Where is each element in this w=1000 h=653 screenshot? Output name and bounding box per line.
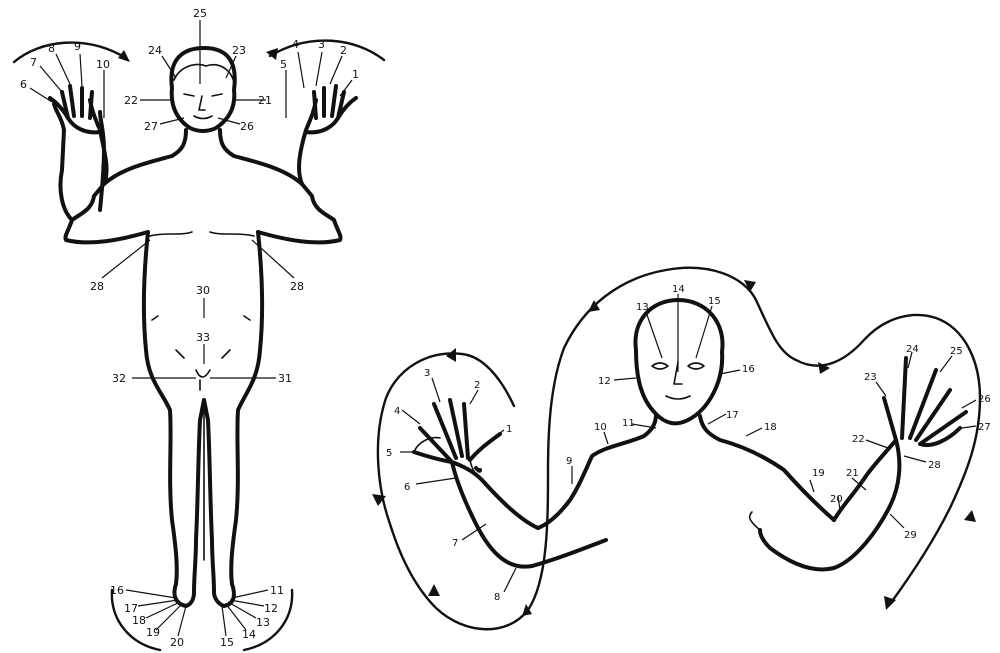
right-label-23: 23 (864, 372, 877, 383)
right-label-8: 8 (494, 592, 500, 603)
left-label-2: 2 (340, 44, 347, 57)
right-neck-shoulders (538, 414, 834, 528)
left-label-7: 7 (30, 56, 37, 69)
right-label-6: 6 (404, 482, 410, 493)
left-label-22: 22 (124, 94, 138, 107)
left-label-3: 3 (318, 38, 325, 51)
right-label-17: 17 (726, 410, 739, 421)
left-label-31: 31 (278, 372, 292, 385)
right-label-5: 5 (386, 448, 392, 459)
right-label-13: 13 (636, 302, 649, 313)
right-label-12: 12 (598, 376, 611, 387)
left-label-15: 15 (220, 636, 234, 649)
right-label-21: 21 (846, 468, 859, 479)
route-arrow-3 (428, 584, 440, 596)
right-label-9: 9 (566, 456, 572, 467)
left-hair-line (174, 65, 234, 82)
left-label-27: 27 (144, 120, 158, 133)
left-label-33: 33 (196, 331, 210, 344)
right-label-25: 25 (950, 346, 963, 357)
left-label-1: 1 (352, 68, 359, 81)
left-label-12a: 12 (264, 602, 278, 615)
left-mouth (194, 116, 212, 119)
right-label-19: 19 (812, 468, 825, 479)
right-label-10: 10 (594, 422, 607, 433)
right-label-4: 4 (394, 406, 400, 417)
left-label-13a: 13 (256, 616, 270, 629)
left-label-5: 5 (280, 58, 287, 71)
left-label-25: 25 (193, 7, 207, 20)
right-hand-motion-arc (270, 41, 384, 60)
right-label-27: 27 (978, 422, 991, 433)
right-label-26: 26 (978, 394, 991, 405)
left-label-32: 32 (112, 372, 126, 385)
left-label-9: 9 (74, 40, 81, 53)
left-label-21: 21 (258, 94, 272, 107)
right-label-3: 3 (424, 368, 430, 379)
left-nose (199, 96, 205, 110)
left-label-4: 4 (292, 38, 299, 51)
left-label-8: 8 (48, 42, 55, 55)
left-pelvis-lines (152, 316, 250, 390)
right-label-18: 18 (764, 422, 777, 433)
right-body-figure (372, 268, 980, 630)
left-leader-lines (30, 20, 352, 636)
left-label-28-right: 28 (290, 280, 304, 293)
left-label-24: 24 (148, 44, 162, 57)
right-label-11: 11 (622, 418, 635, 429)
left-chest-lines (150, 232, 254, 236)
right-figure-left-hand (414, 400, 500, 471)
left-eyes (184, 94, 222, 96)
right-label-1: 1 (506, 424, 512, 435)
left-label-16: 16 (110, 584, 124, 597)
right-label-29: 29 (904, 530, 917, 541)
right-torso-curve (750, 512, 760, 530)
right-label-14: 14 (672, 284, 685, 295)
right-number-labels: 13 14 15 12 16 11 17 18 10 9 3 2 4 1 5 6… (386, 284, 991, 603)
right-hand-arc-arrowhead (266, 48, 278, 60)
left-label-23: 23 (232, 44, 246, 57)
right-figure-right-hand (884, 358, 966, 445)
right-label-2: 2 (474, 380, 480, 391)
right-label-24: 24 (906, 344, 919, 355)
right-label-15: 15 (708, 296, 721, 307)
left-label-6: 6 (20, 78, 27, 91)
route-arrow-1 (446, 348, 456, 362)
left-label-19: 19 (146, 626, 160, 639)
left-body-figure (14, 41, 384, 650)
left-hand-arc-arrowhead (118, 50, 130, 62)
right-label-28: 28 (928, 460, 941, 471)
left-label-11: 11 (270, 584, 284, 597)
right-label-16: 16 (742, 364, 755, 375)
left-label-28-left: 28 (90, 280, 104, 293)
left-figure-right-hand (306, 86, 356, 132)
left-label-26: 26 (240, 120, 254, 133)
left-label-18: 18 (132, 614, 146, 627)
left-figure-right-arm (299, 100, 316, 184)
left-label-14: 14 (242, 628, 256, 641)
right-label-7: 7 (452, 538, 458, 549)
left-label-30: 30 (196, 284, 210, 297)
right-label-22: 22 (852, 434, 865, 445)
left-body-outline (54, 104, 341, 606)
route-arrow-8 (964, 510, 976, 522)
left-label-20: 20 (170, 636, 184, 649)
right-label-20: 20 (830, 494, 843, 505)
left-label-10: 10 (96, 58, 110, 71)
